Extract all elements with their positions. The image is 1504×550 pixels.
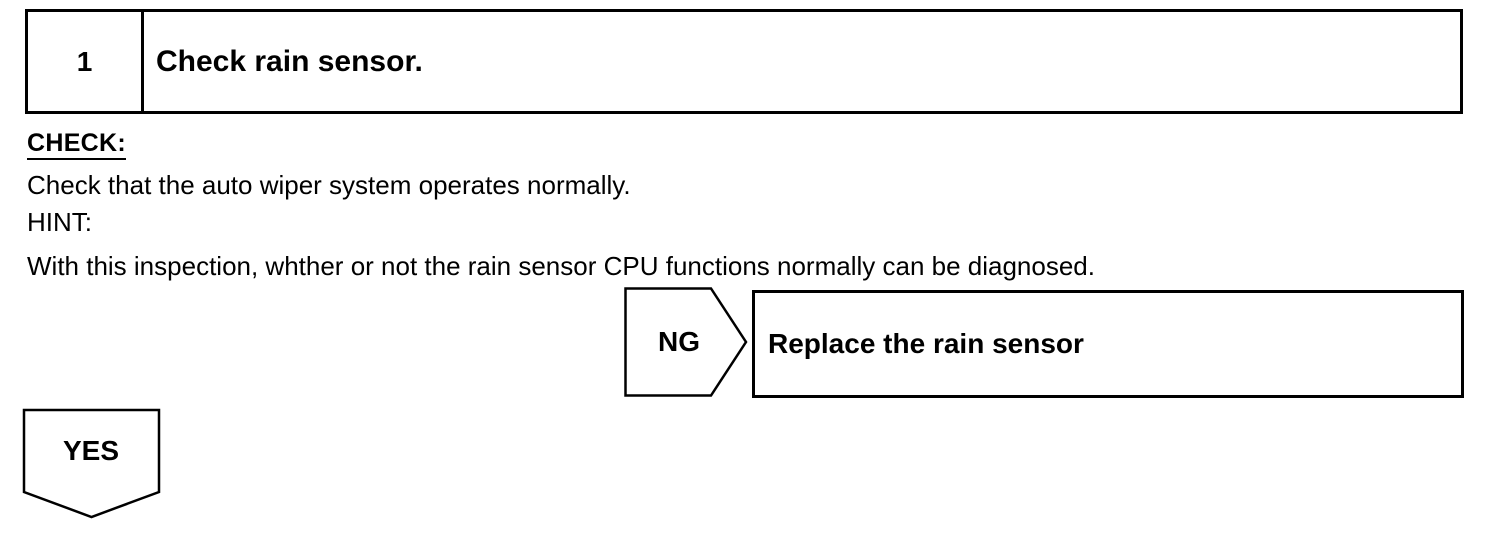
check-label: CHECK: bbox=[27, 128, 127, 160]
step-header: 1 Check rain sensor. bbox=[25, 9, 1463, 114]
hint-text: With this inspection, whther or not the … bbox=[27, 251, 1095, 281]
yes-label: YES bbox=[62, 435, 120, 466]
step-number: 1 bbox=[28, 12, 144, 111]
yes-arrow-shape bbox=[22, 408, 161, 519]
ng-arrow-shape bbox=[624, 287, 748, 397]
ng-label: NG bbox=[658, 326, 700, 357]
check-text: Check that the auto wiper system operate… bbox=[27, 170, 631, 200]
hint-label: HINT: bbox=[27, 207, 92, 237]
ng-action-text: Replace the rain sensor bbox=[768, 328, 1084, 359]
step-title: Check rain sensor. bbox=[156, 44, 423, 78]
ng-action-box: Replace the rain sensor bbox=[752, 290, 1464, 398]
